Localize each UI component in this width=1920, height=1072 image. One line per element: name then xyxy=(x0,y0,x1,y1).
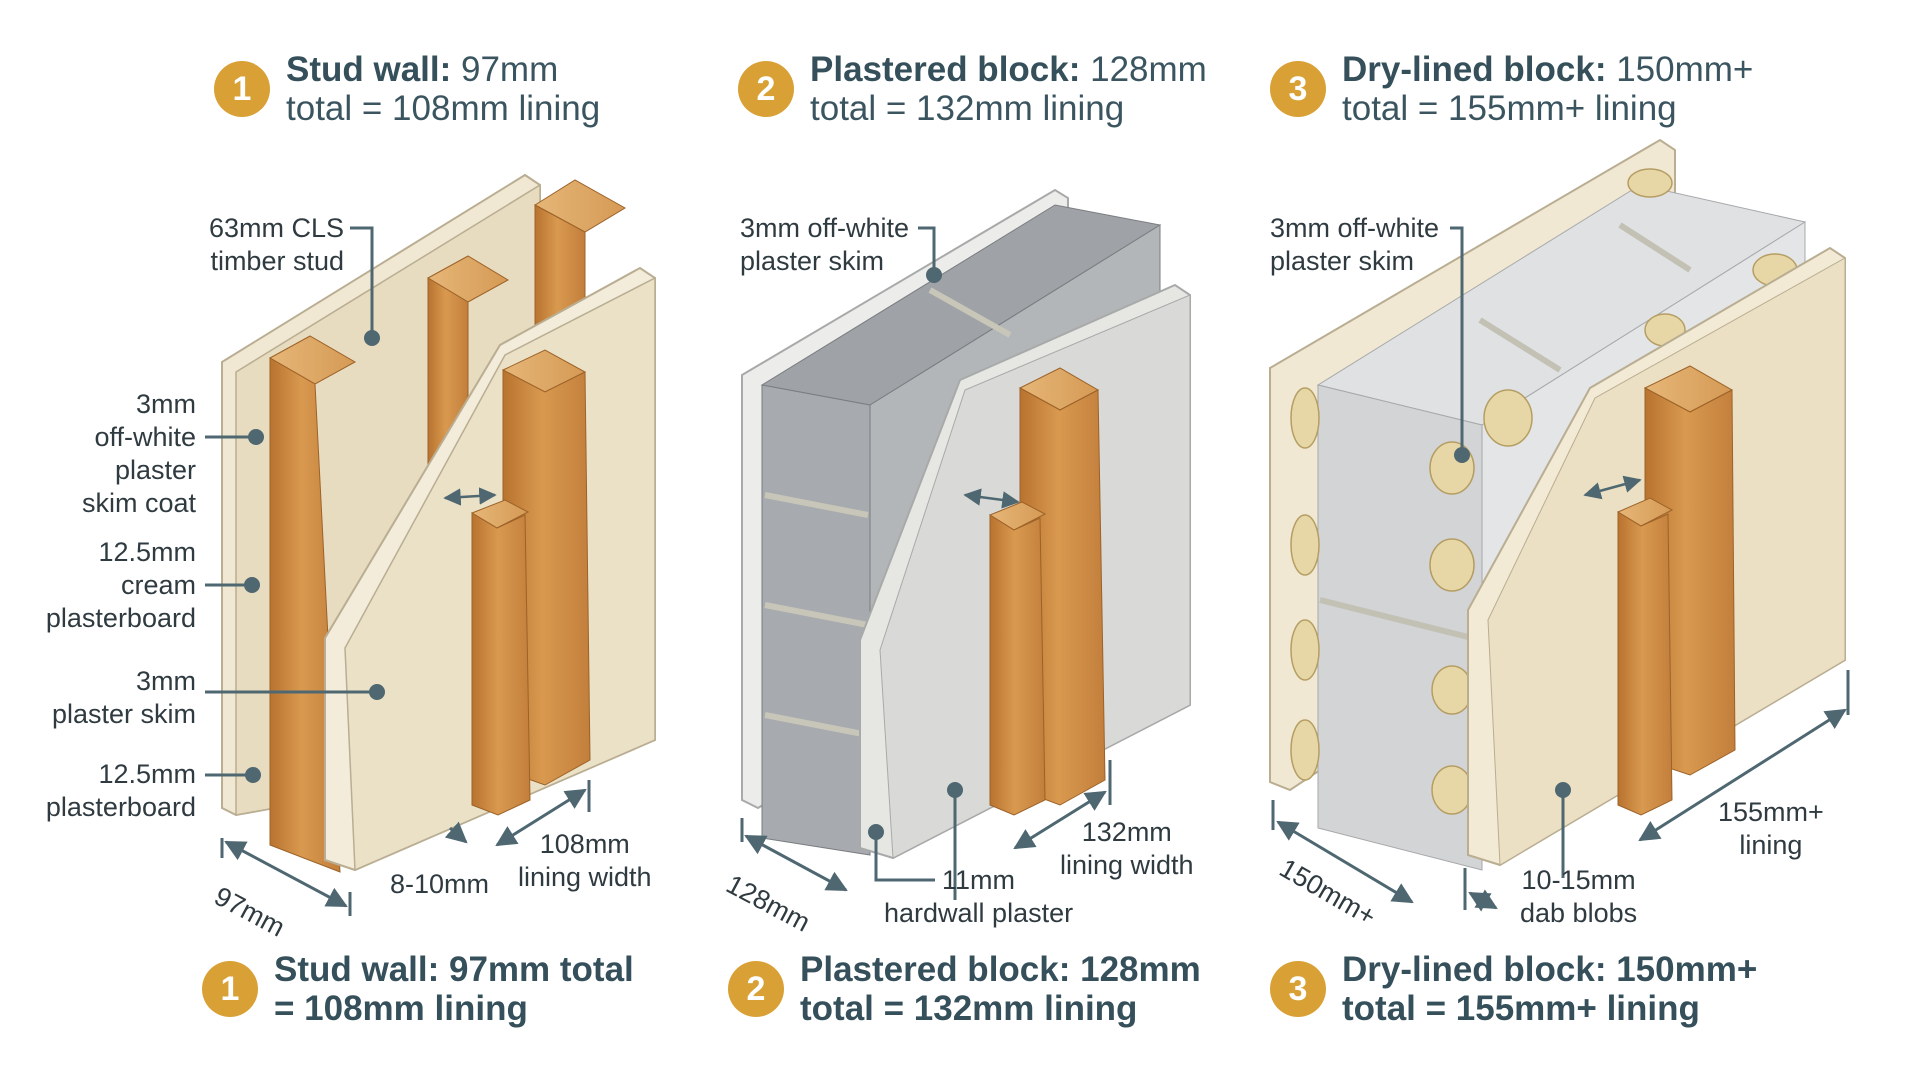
panel-2-footer-badge: 2 xyxy=(728,961,784,1017)
label-dab-blobs: 10-15mm dab blobs xyxy=(1520,865,1638,928)
panel-1-footer-line1: Stud wall: 97mm total xyxy=(274,950,634,989)
panel-1-footer: 1 Stud wall: 97mm total= 108mm lining xyxy=(202,950,634,1028)
panel-1-footer-line2: = 108mm lining xyxy=(274,989,528,1028)
panel-1-badge: 1 xyxy=(214,61,270,117)
panel-3-badge: 3 xyxy=(1270,61,1326,117)
panel-3-header: 3 Dry-lined block: 150mm+total = 155mm+ … xyxy=(1270,50,1753,128)
dim-gap: 8-10mm xyxy=(390,869,490,899)
dim-155mm-lining: 155mm+ lining xyxy=(1718,797,1824,860)
panel-1-header-line2: total = 108mm lining xyxy=(286,89,601,128)
panel-2-plastered-block xyxy=(741,188,1191,860)
panel-2-header-rest: 128mm xyxy=(1080,50,1207,89)
panel-1-stud-wall xyxy=(221,173,656,873)
label-plaster-skim-2: 3mm off-white plaster skim xyxy=(740,213,910,276)
label-plaster-skim-3: 3mm off-white plaster skim xyxy=(1270,213,1440,276)
leader-dots xyxy=(244,267,1571,840)
panel-2-footer-line2: total = 132mm lining xyxy=(800,989,1138,1028)
dim-108mm-lining: 108mm lining width xyxy=(518,829,652,892)
panel-3-header-bold: Dry-lined block: xyxy=(1342,50,1607,89)
label-cream-plasterboard: 12.5mm cream plasterboard xyxy=(45,537,196,633)
panel-1-header-rest: 97mm xyxy=(451,50,559,89)
label-plaster-skim: 3mm plaster skim xyxy=(51,666,196,729)
panel-2-footer-line1: Plastered block: 128mm xyxy=(800,950,1201,989)
panel-3-footer-line1: Dry-lined block: 150mm+ xyxy=(1342,950,1758,989)
label-skim-coat: 3mm off-white plaster skim coat xyxy=(81,389,196,518)
panel-2-header-line2: total = 132mm lining xyxy=(810,89,1125,128)
panel-2-badge: 2 xyxy=(738,61,794,117)
dimension-arrows xyxy=(220,670,1850,916)
panel-1-header-bold: Stud wall: xyxy=(286,50,452,89)
aircrete-block-face xyxy=(1317,384,1483,871)
panel-3-header-rest: 150mm+ xyxy=(1606,50,1754,89)
panel-1-footer-badge: 1 xyxy=(202,961,258,1017)
panel-2-header-bold: Plastered block: xyxy=(810,50,1081,89)
dab-blobs xyxy=(1290,168,1798,815)
panel-3-footer: 3 Dry-lined block: 150mm+total = 155mm+ … xyxy=(1270,950,1757,1028)
dim-132mm-lining: 132mm lining width xyxy=(1060,817,1194,880)
panel-3-footer-badge: 3 xyxy=(1270,961,1326,1017)
panel-3-header-line2: total = 155mm+ lining xyxy=(1342,89,1677,128)
label-plasterboard: 12.5mm plasterboard xyxy=(45,759,196,822)
leader-lines xyxy=(205,226,1565,900)
panel-3-footer-line2: total = 155mm+ lining xyxy=(1342,989,1700,1028)
label-timber-stud: 63mm CLS timber stud xyxy=(208,213,344,276)
label-hardwall-plaster: 11mm hardwall plaster xyxy=(884,865,1074,928)
